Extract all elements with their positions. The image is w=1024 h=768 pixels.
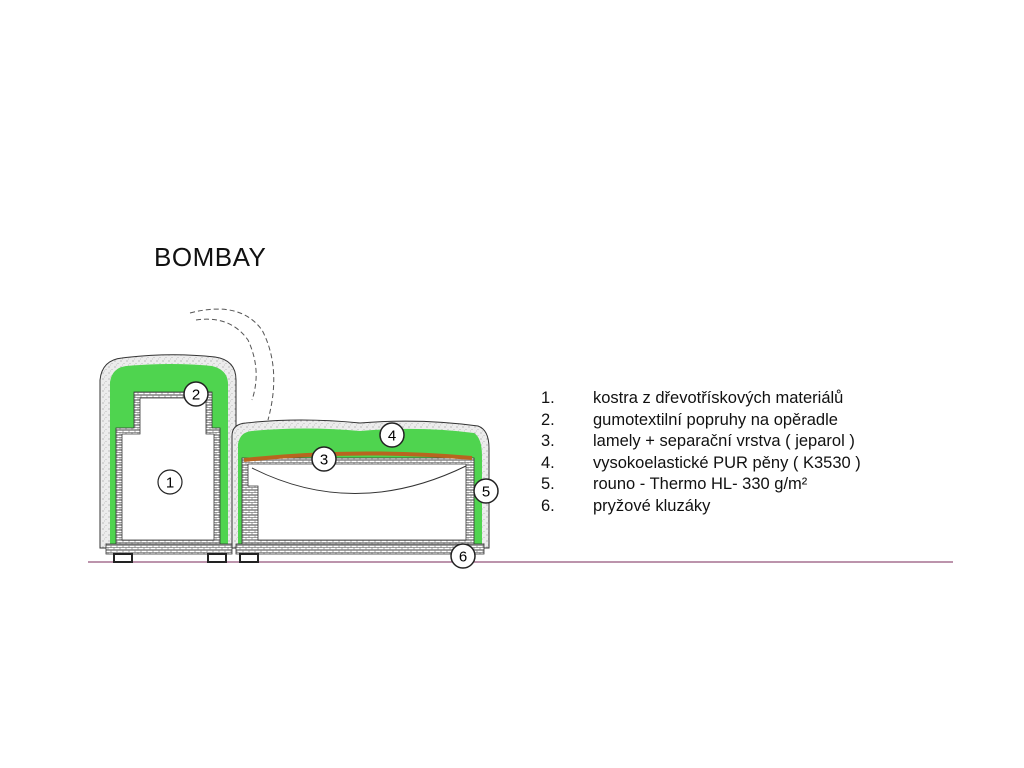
legend-item: 4. vysokoelastické PUR pěny ( K3530 ) xyxy=(541,453,861,475)
callout-4: 4 xyxy=(379,422,405,448)
glide xyxy=(207,553,227,563)
legend-number: 4. xyxy=(541,453,555,472)
legend-item: 2. gumotextilní popruhy na opěradle xyxy=(541,410,861,432)
legend-text: kostra z dřevotřískových materiálů xyxy=(593,389,844,407)
seat-base-rail xyxy=(235,543,485,555)
legend-number: 2. xyxy=(541,410,555,429)
legend-number: 6. xyxy=(541,496,555,515)
callout-3: 3 xyxy=(311,446,337,472)
svg-text:3: 3 xyxy=(320,452,328,469)
svg-text:2: 2 xyxy=(192,387,200,404)
seat-cavity xyxy=(247,463,467,541)
legend-text: rouno - Thermo HL- 330 g/m² xyxy=(593,475,808,494)
legend-text: lamely + separační vrstva ( jeparol ) xyxy=(593,432,855,451)
callout-6: 6 xyxy=(450,543,476,569)
legend-text: vysokoelastické PUR pěny ( K3530 ) xyxy=(593,453,861,472)
legend-item: 5. rouno - Thermo HL- 330 g/m² xyxy=(541,474,861,496)
backrest-base-rail xyxy=(105,543,233,555)
callout-2: 2 xyxy=(183,381,209,407)
glide xyxy=(113,553,133,563)
glide xyxy=(239,553,259,563)
legend-item: 3. lamely + separační vrstva ( jeparol ) xyxy=(541,431,861,453)
legend-text: pryžové kluzáky xyxy=(593,496,711,515)
svg-text:1: 1 xyxy=(166,475,174,492)
callout-1: 1 xyxy=(157,469,183,495)
backrest-tilt-outline xyxy=(189,308,275,421)
seat-separation-layer xyxy=(251,465,467,494)
legend-text: gumotextilní popruhy na opěradle xyxy=(593,410,838,429)
svg-text:4: 4 xyxy=(388,428,396,445)
page-title: BOMBAY xyxy=(154,242,267,272)
seat-slats xyxy=(243,451,473,462)
svg-text:5: 5 xyxy=(482,484,490,501)
legend-number: 3. xyxy=(541,432,555,451)
legend-item: 1. kostra z dřevotřískových materiálů xyxy=(541,388,861,410)
legend: 1. kostra z dřevotřískových materiálů 2.… xyxy=(541,388,861,518)
legend-item: 6. pryžové kluzáky xyxy=(541,496,861,518)
legend-number: 5. xyxy=(541,475,555,494)
svg-text:6: 6 xyxy=(459,549,467,566)
callout-5: 5 xyxy=(473,478,499,504)
backrest-cavity xyxy=(121,397,215,541)
backrest-tilt-outline-inner xyxy=(195,318,257,401)
legend-number: 1. xyxy=(541,389,555,407)
